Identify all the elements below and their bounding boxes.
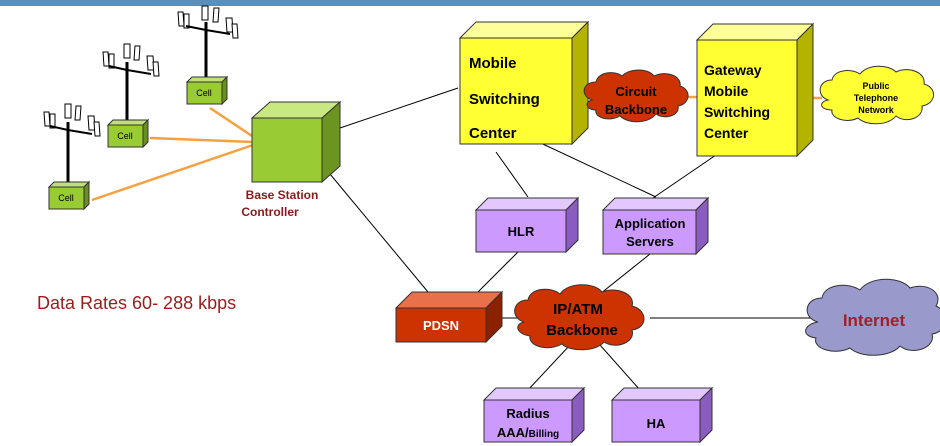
radius-top [482,387,586,401]
link-cell2-bsc [149,136,254,144]
ip-label-line1: IP/ATM [553,301,603,318]
link-ip-radius [527,344,571,391]
msc-label-line2: Switching [469,91,540,108]
link-bsc-pdsn [324,167,429,293]
cell-label: Cell [58,193,74,203]
gmsc-top [695,23,815,41]
ha-node: HA [610,386,714,444]
cell-label: Cell [196,88,212,98]
app-servers-node: Application Servers [601,196,710,256]
msc-top [458,21,590,39]
circuit-backbone-cloud: Circuit Backbone [583,69,689,123]
radius-label-line2: AAA/Billing [497,425,559,440]
cell-site-2: Cell [102,43,160,149]
pdsn-node: PDSN [394,290,504,344]
cloud-icon [819,65,934,125]
internet-label: Internet [843,311,906,330]
pdsn-front [395,307,487,343]
pstn-label-line3: Network [858,105,895,115]
hlr-top [474,197,580,211]
app-label-line2: Servers [626,234,674,249]
gmsc-label-line2: Mobile [704,83,749,99]
pstn-cloud: Public Telephone Network [819,65,934,125]
msc-front [459,37,573,145]
cloud-icon [583,69,689,123]
radius-label-line1: Radius [506,406,549,421]
data-rates-caption: Data Rates 60- 288 kbps [37,293,236,313]
ha-top [610,387,714,401]
bsc-label-line2: Controller [241,205,299,219]
link-app-ip [594,249,656,299]
msc-side [571,20,589,146]
pdsn-label: PDSN [423,318,459,333]
gmsc-front [696,39,798,157]
cell-tower-icon [43,103,101,182]
link-bsc-msc [339,87,459,129]
link-gmsc-appservers [649,154,717,201]
connections [324,87,812,391]
bsc-node: Base Station Controller [241,100,342,219]
app-front [602,209,697,255]
ha-label: HA [647,416,666,431]
hlr-label: HLR [508,224,535,239]
msc-label-line3: Center [469,125,517,142]
pstn-label-line2: Telephone [854,93,898,103]
cell-tower-icon [177,5,239,82]
link-cell3-bsc [91,143,254,202]
gmsc-label-line1: Gateway [704,62,762,78]
link-msc-appservers [529,137,657,198]
pdsn-top [394,291,504,309]
cell-site-3: Cell [43,103,101,211]
ip-label-line2: Backbone [546,322,618,339]
ip-backbone-cloud: IP/ATM Backbone [514,284,645,351]
cloud-icon [514,284,645,351]
hlr-node: HLR [474,196,580,254]
radius-front [483,399,573,443]
msc-node: Mobile Switching Center [458,20,590,146]
msc-label-line1: Mobile [469,55,517,72]
link-ip-ha [599,344,641,391]
bsc-front [251,117,323,183]
link-cell1-bsc [209,106,259,142]
top-bar [0,0,940,6]
hlr-front [475,209,567,253]
link-msc-hlr [495,151,529,198]
app-top [601,197,710,211]
gmsc-label-line3: Switching [704,104,770,120]
internet-cloud: Internet [805,278,940,356]
ha-front [611,399,701,443]
cell-tower-icon [102,43,160,120]
gmsc-side [796,22,814,158]
cell-box-icon [47,180,91,211]
cell-site-1: Cell [177,5,239,106]
pstn-label-line1: Public [862,81,889,91]
gmsc-label-line4: Center [704,125,749,141]
radius-billing-text: Billing [529,429,560,440]
circuit-label-line2: Backbone [605,102,667,117]
cell-box-icon [106,118,150,149]
circuit-label-line1: Circuit [615,84,657,99]
app-label-line1: Application [615,216,686,231]
gmsc-node: Gateway Mobile Switching Center [695,22,815,158]
cloud-icon [805,278,940,356]
radius-aaa-text: AAA/ [497,425,529,440]
cell-label: Cell [117,131,133,141]
cell-box-icon [185,75,229,106]
radius-node: Radius AAA/Billing [482,386,586,444]
bsc-label-line1: Base Station [246,188,319,202]
